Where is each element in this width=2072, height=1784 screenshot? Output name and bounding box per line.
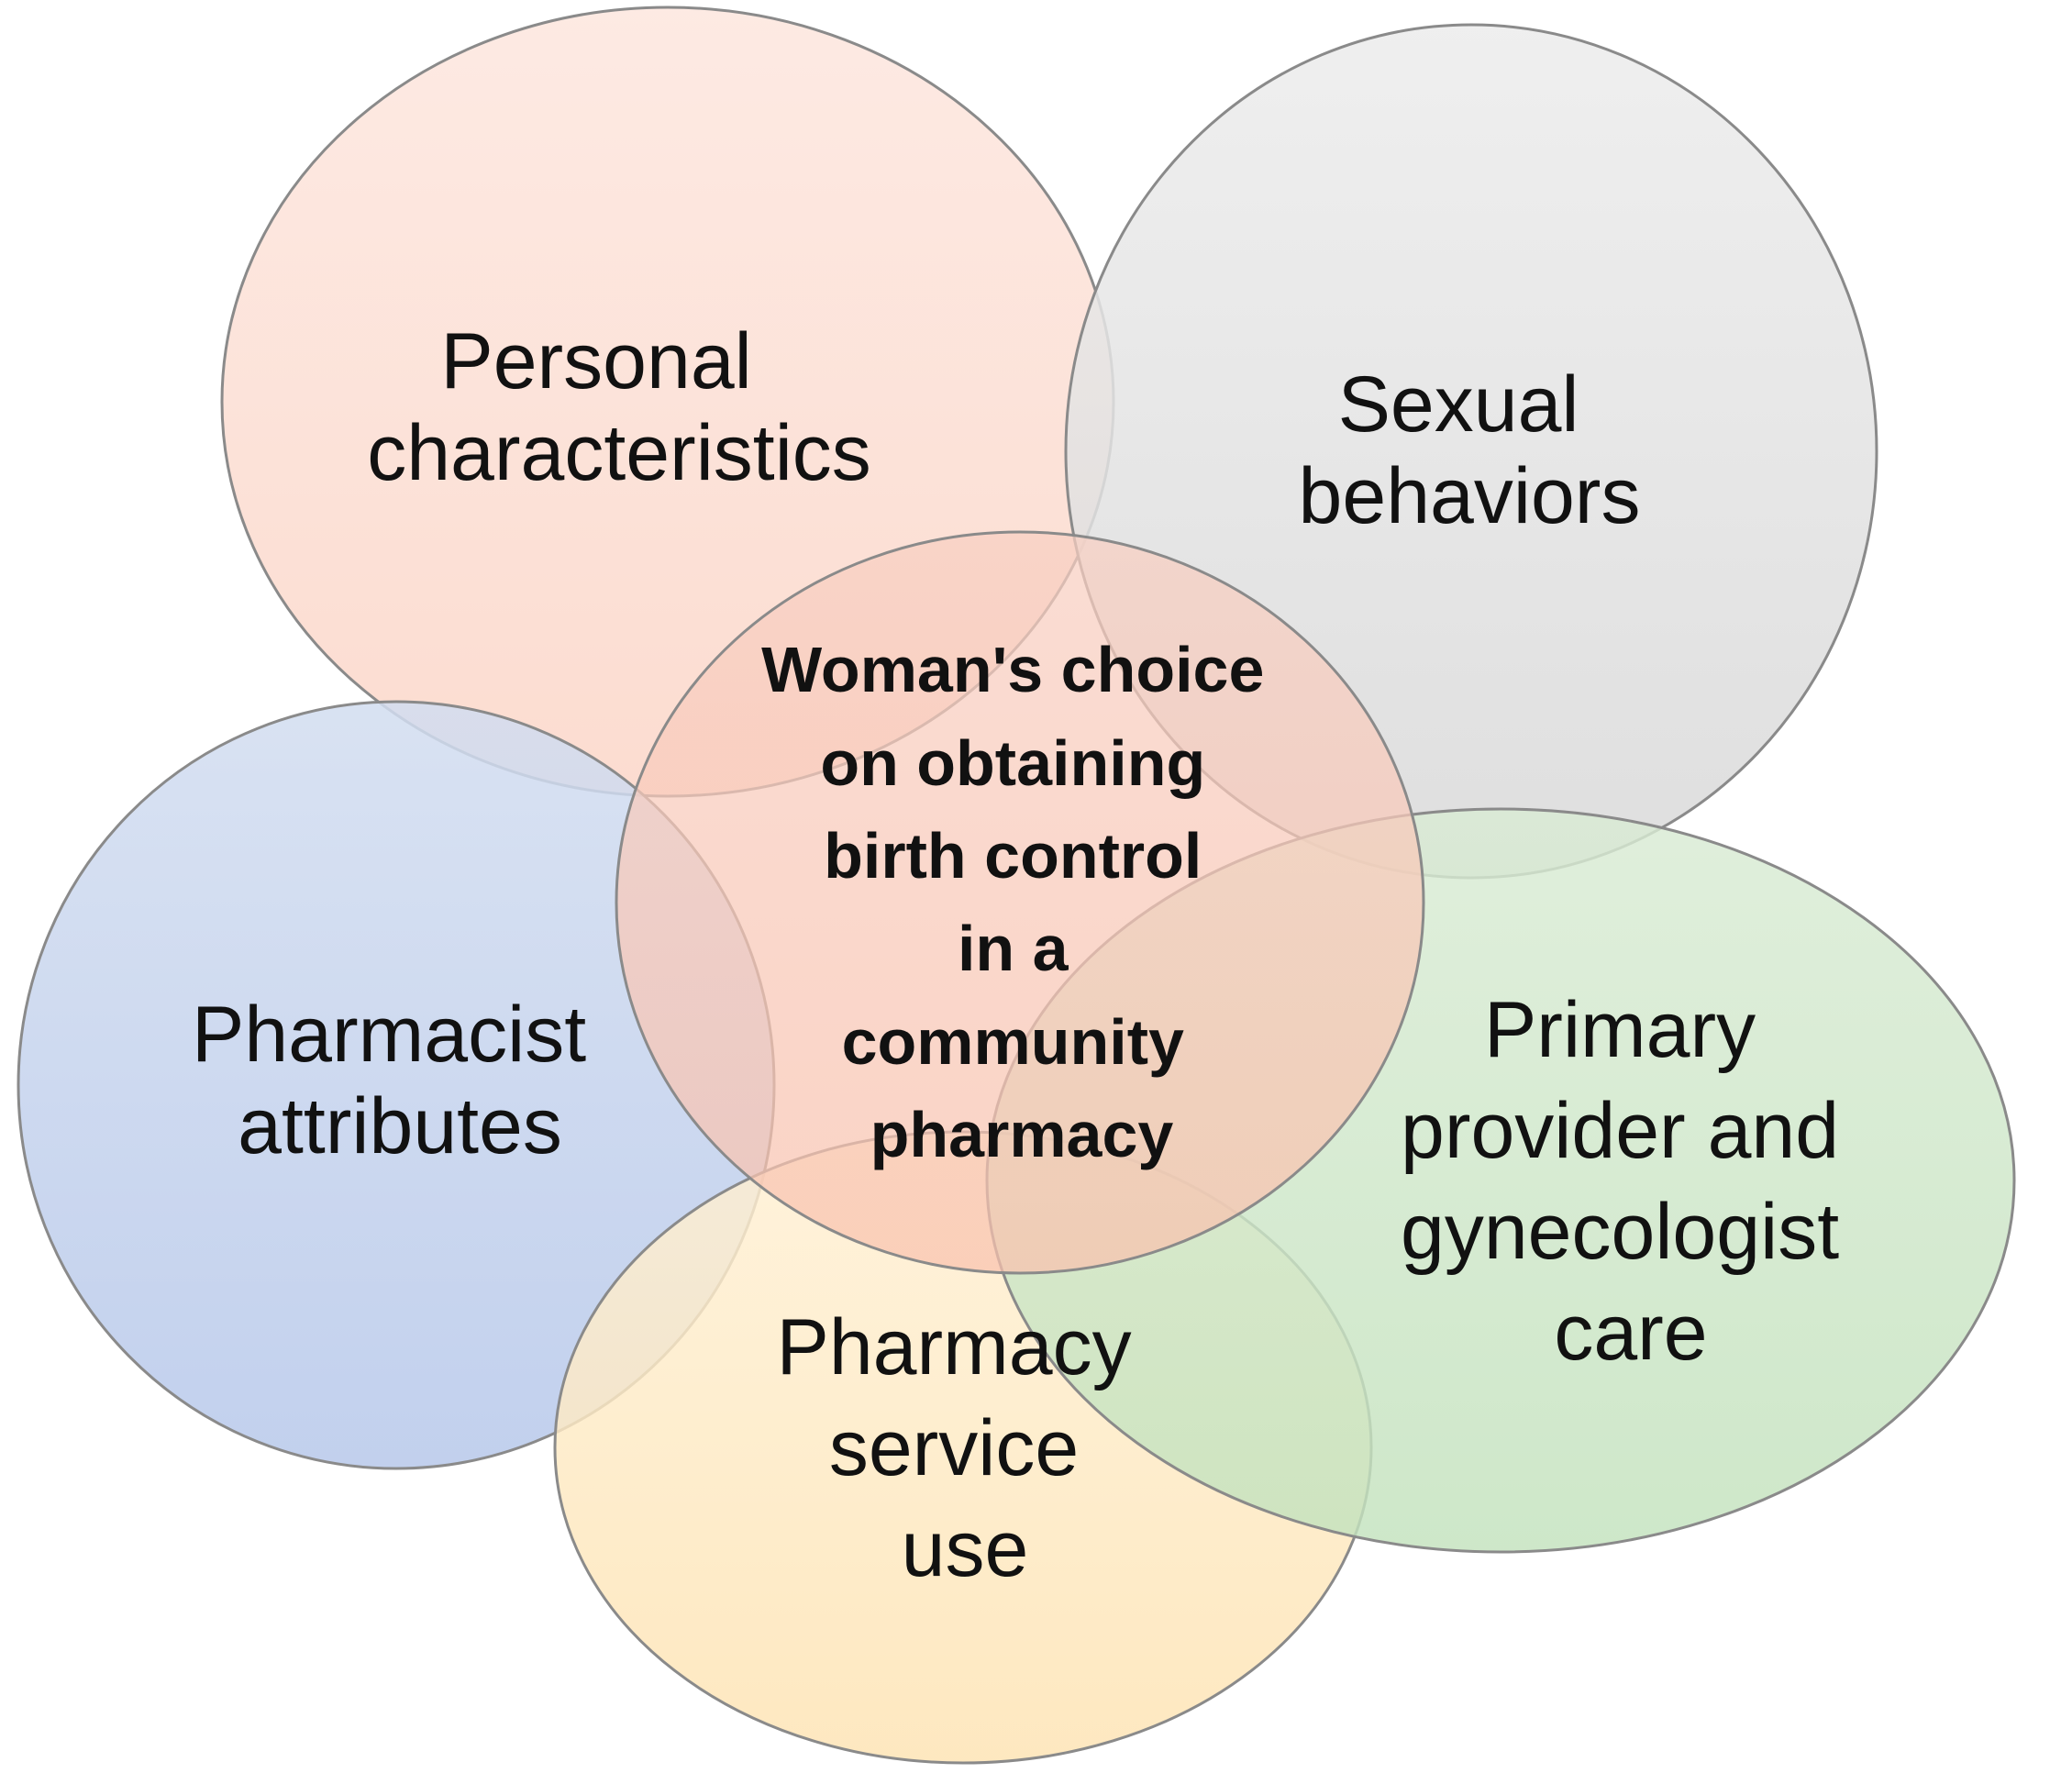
label-line: provider and <box>1401 1087 1839 1175</box>
label-line: use <box>902 1505 1029 1593</box>
label-line: care <box>1554 1289 1707 1377</box>
label-sexual-behaviors: Sexual behaviors <box>1299 360 1641 540</box>
label-pharmacy-service-use: Pharmacy service use <box>776 1303 1153 1593</box>
label-line: Sexual <box>1338 360 1579 449</box>
label-line: Personal <box>440 317 751 405</box>
center-label-line: pharmacy <box>870 1099 1174 1170</box>
label-line: characteristics <box>367 409 871 497</box>
label-line: attributes <box>238 1082 562 1170</box>
label-line: behaviors <box>1299 452 1641 540</box>
center-label-line: community <box>842 1006 1184 1078</box>
label-center-womans-choice: Woman's choice on obtaining birth contro… <box>761 634 1282 1170</box>
center-label-line: on obtaining <box>820 727 1205 799</box>
label-line: Primary <box>1484 986 1756 1074</box>
label-pharmacist-attributes: Pharmacist attributes <box>192 991 608 1170</box>
label-personal-characteristics: Personal characteristics <box>367 317 871 497</box>
circle-center-womans-choice <box>615 530 1425 1275</box>
center-label-line: in a <box>958 913 1069 984</box>
center-label-line: Woman's choice <box>761 634 1264 705</box>
label-line: Pharmacist <box>192 991 586 1079</box>
label-line: Pharmacy <box>776 1303 1131 1391</box>
label-line: service <box>829 1404 1079 1492</box>
center-label-line: birth control <box>824 820 1202 892</box>
label-primary-provider-gynecologist-care: Primary provider and gynecologist care <box>1401 986 1861 1377</box>
label-line: gynecologist <box>1401 1188 1839 1276</box>
